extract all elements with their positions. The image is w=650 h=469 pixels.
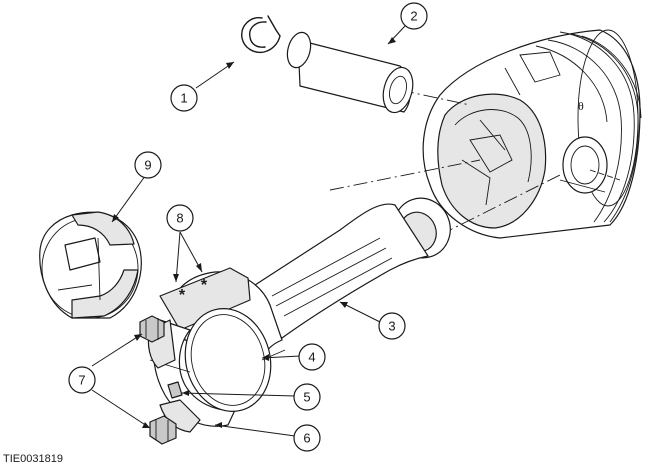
piston-front-symbol: θ xyxy=(578,99,584,113)
circlip xyxy=(241,15,281,54)
cap-bolt-lower xyxy=(149,415,177,445)
callout-9: 9 xyxy=(134,151,162,179)
callout-6-label: 6 xyxy=(303,431,310,446)
leader-lines xyxy=(91,25,406,437)
callout-2: 2 xyxy=(400,2,428,30)
match-marks: * * xyxy=(179,277,208,304)
figure-reference-code: TIE0031819 xyxy=(3,453,63,465)
callout-3-label: 3 xyxy=(388,319,395,334)
connecting-rod xyxy=(147,197,451,433)
callout-4-label: 4 xyxy=(308,350,315,365)
callout-5-label: 5 xyxy=(303,390,310,405)
callout-7: 7 xyxy=(68,366,96,394)
match-mark-left: * xyxy=(179,287,186,304)
callout-8: 8 xyxy=(166,204,194,232)
piston-pin xyxy=(286,31,414,114)
callout-7-label: 7 xyxy=(78,373,85,388)
callout-2-label: 2 xyxy=(410,9,417,24)
callout-3: 3 xyxy=(378,312,406,340)
callout-6: 6 xyxy=(293,424,321,452)
cap-bolt-upper xyxy=(139,315,165,343)
callout-9-label: 9 xyxy=(144,158,151,173)
callout-4: 4 xyxy=(298,343,326,371)
callout-1: 1 xyxy=(170,84,198,112)
piston: θ xyxy=(422,29,642,239)
callout-1-label: 1 xyxy=(180,91,187,106)
callout-5: 5 xyxy=(293,383,321,411)
bearing-shell xyxy=(39,211,142,319)
callout-8-label: 8 xyxy=(176,211,183,226)
match-mark-right: * xyxy=(201,277,208,294)
